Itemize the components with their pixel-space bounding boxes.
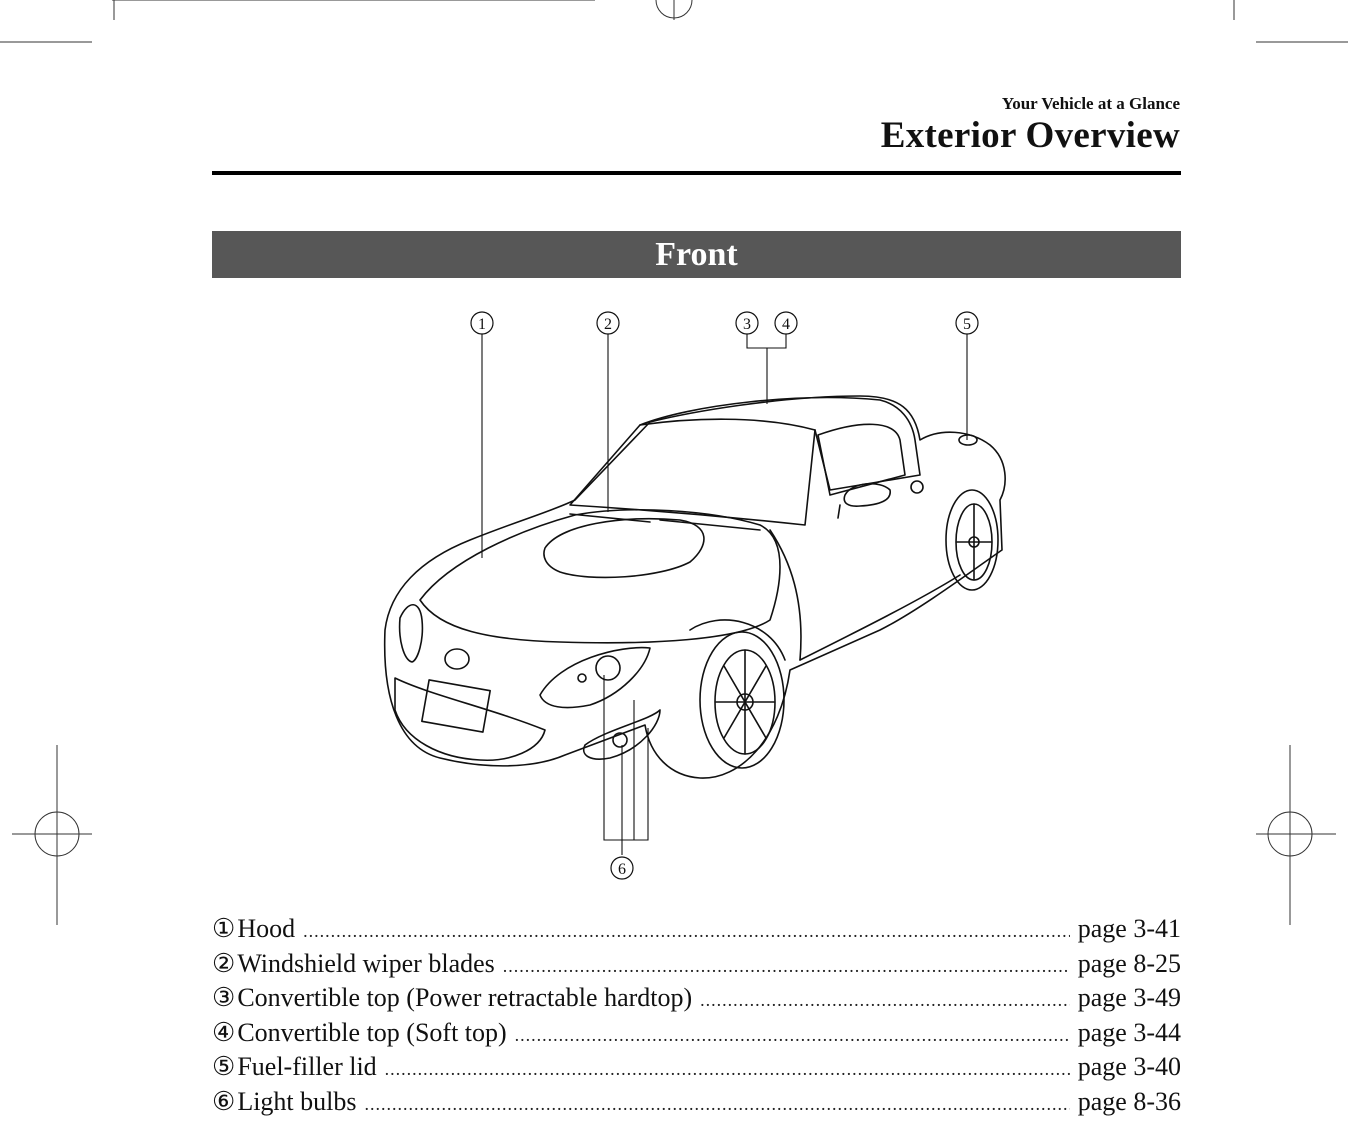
index-num: ④ bbox=[212, 1017, 236, 1047]
section-header: Your Vehicle at a Glance bbox=[1001, 94, 1180, 113]
callout-4: 4 bbox=[782, 316, 790, 333]
index-num: ② bbox=[212, 948, 236, 978]
section-band: Front bbox=[212, 231, 1181, 278]
dot-leader bbox=[385, 1059, 1070, 1080]
index-page-ref: page 3-44 bbox=[1077, 1017, 1181, 1047]
dot-leader bbox=[515, 1025, 1070, 1046]
callout-3: 3 bbox=[743, 316, 751, 333]
index-num: ③ bbox=[212, 983, 236, 1013]
index-label: Windshield wiper blades bbox=[237, 948, 495, 978]
index-num: ① bbox=[212, 914, 236, 943]
index-row-soft-top: ④ Convertible top (Soft top) page 3-44 bbox=[212, 1018, 1181, 1053]
index-row-fuel-filler-lid: ⑤ Fuel-filler lid page 3-40 bbox=[212, 1052, 1181, 1087]
index-label: Light bulbs bbox=[237, 1086, 357, 1116]
index-row-wiper-blades: ② Windshield wiper blades page 8-25 bbox=[212, 949, 1181, 984]
parts-index: ① Hood page 3-41 ② Windshield wiper blad… bbox=[212, 914, 1181, 1122]
index-page-ref: page 3-49 bbox=[1077, 983, 1181, 1013]
index-label: Convertible top (Soft top) bbox=[237, 1017, 507, 1047]
index-row-light-bulbs: ⑥ Light bulbs page 8-36 bbox=[212, 1087, 1181, 1122]
dot-leader bbox=[303, 921, 1070, 942]
index-page-ref: page 8-36 bbox=[1077, 1086, 1181, 1116]
index-num: ⑥ bbox=[212, 1086, 236, 1116]
index-page-ref: page 8-25 bbox=[1077, 948, 1181, 978]
page-title: Exterior Overview bbox=[880, 115, 1180, 156]
index-label: Convertible top (Power retractable hardt… bbox=[237, 983, 693, 1013]
index-row-hood: ① Hood page 3-41 bbox=[212, 914, 1181, 949]
index-label: Fuel-filler lid bbox=[237, 1052, 377, 1082]
dot-leader bbox=[364, 1094, 1069, 1115]
index-row-hardtop: ③ Convertible top (Power retractable har… bbox=[212, 983, 1181, 1018]
index-num: ⑤ bbox=[212, 1052, 236, 1082]
dot-leader bbox=[700, 990, 1070, 1011]
header-rule bbox=[212, 171, 1181, 175]
dot-leader bbox=[503, 956, 1070, 977]
callout-6: 6 bbox=[618, 861, 626, 878]
index-page-ref: page 3-40 bbox=[1077, 1052, 1181, 1082]
index-page-ref: page 3-41 bbox=[1077, 914, 1181, 943]
callout-5: 5 bbox=[963, 316, 971, 333]
vehicle-illustration: 1 2 3 4 5 6 bbox=[383, 311, 1006, 880]
band-title: Front bbox=[655, 236, 738, 273]
callout-1: 1 bbox=[478, 316, 486, 333]
index-label: Hood bbox=[237, 914, 296, 943]
callout-2: 2 bbox=[604, 316, 612, 333]
